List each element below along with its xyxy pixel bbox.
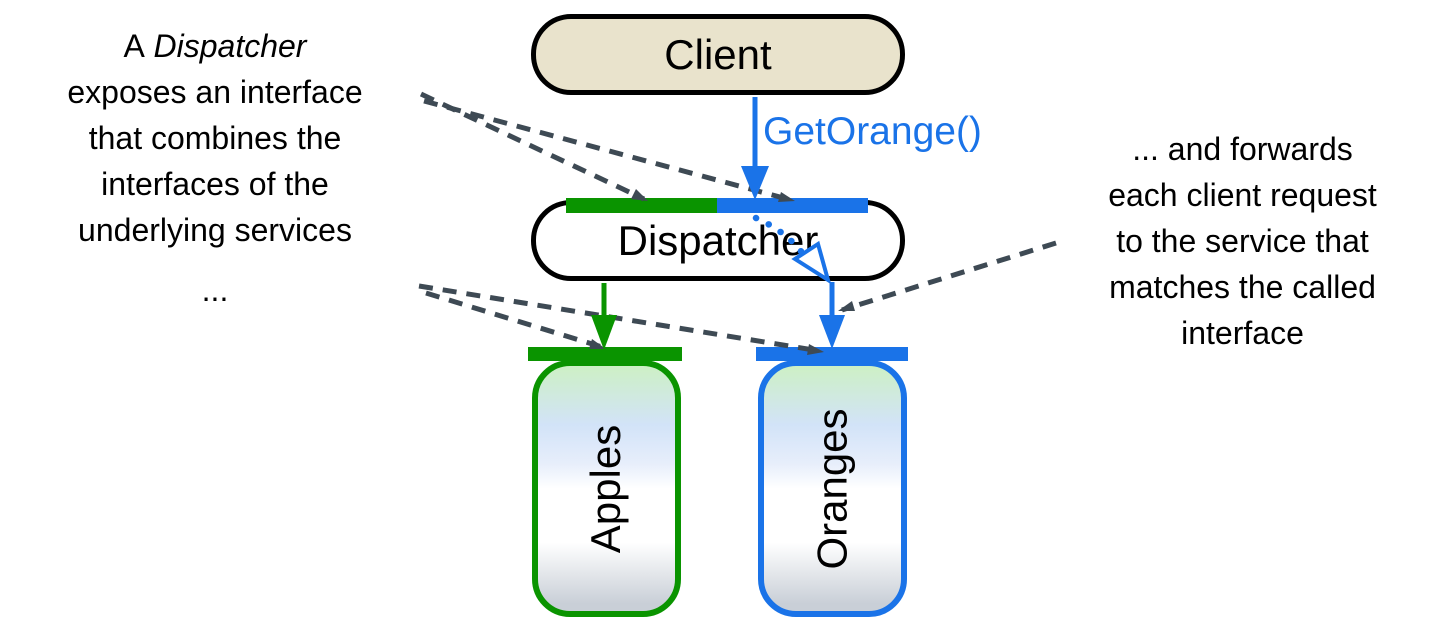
dispatcher-to-apples-arrowhead	[591, 315, 617, 350]
annotation-left-ellipsis: ...	[201, 272, 229, 308]
getorange-call-label: GetOrange()	[763, 110, 982, 153]
apples-label: Apples	[582, 424, 630, 553]
apples-interface-bar	[528, 347, 682, 361]
dispatcher-oranges-interface-bar	[717, 198, 868, 213]
dispatcher-to-oranges-arrowhead	[819, 315, 845, 349]
callout-line-left-to-green-bar	[419, 91, 646, 202]
annotation-left-line-3: that combines the	[88, 120, 342, 156]
annotation-right-line-4: matches the called	[1109, 269, 1376, 305]
annotation-right: ... and forwards each client request to …	[1050, 126, 1434, 356]
callout-line-left-to-blue-bar	[423, 98, 792, 203]
apples-service-node: Apples	[532, 360, 681, 617]
dispatcher-apples-interface-bar	[566, 198, 717, 213]
annotation-right-line-2: each client request	[1108, 177, 1377, 213]
annotation-left-line-2: exposes an interface	[67, 74, 363, 110]
oranges-interface-bar	[756, 347, 908, 361]
callout-arrowhead-forward-arrow	[838, 301, 855, 311]
annotation-right-line-1: ... and forwards	[1132, 131, 1353, 167]
annotation-left-plain: A	[123, 28, 145, 64]
callout-line-left-to-apples-bar	[425, 290, 603, 350]
oranges-label: Oranges	[808, 407, 856, 570]
client-node: Client	[531, 14, 905, 95]
client-label: Client	[664, 30, 772, 78]
annotation-right-line-5: interface	[1181, 315, 1304, 351]
client-to-dispatcher-arrowhead	[741, 166, 769, 200]
callout-line-left-to-oranges-bar	[418, 283, 821, 354]
dispatcher-label: Dispatcher	[617, 216, 819, 264]
annotation-right-line-3: to the service that	[1116, 223, 1369, 259]
annotation-left-italic: Dispatcher	[153, 28, 307, 64]
annotation-left-line-4: interfaces of the	[101, 166, 329, 202]
annotation-left-line-5: underlying services	[78, 212, 352, 248]
oranges-service-node: Oranges	[758, 360, 907, 617]
